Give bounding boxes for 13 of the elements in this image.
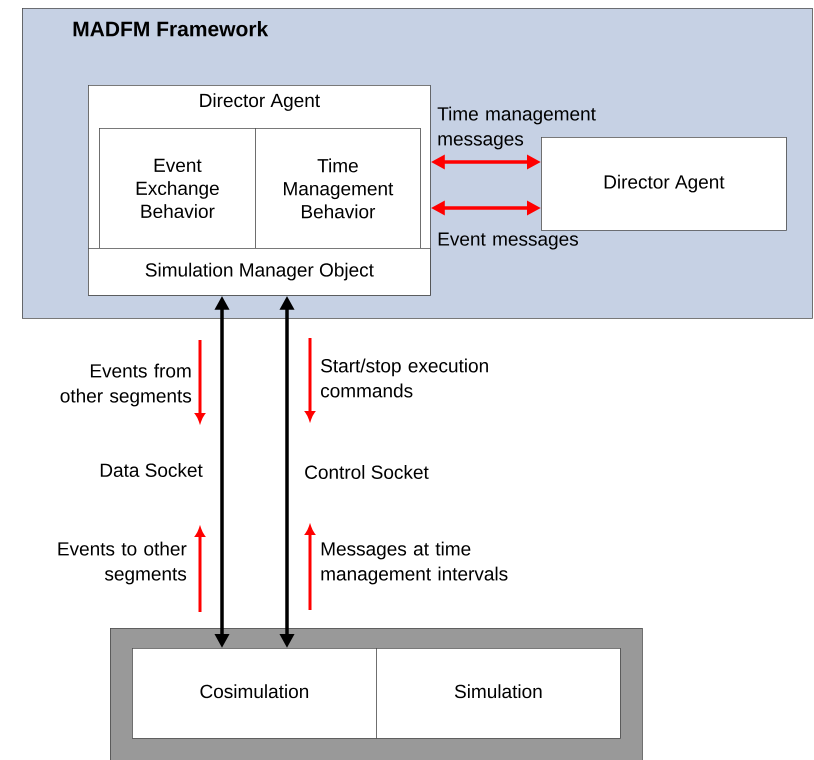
edge-label: Data Socket <box>100 463 203 477</box>
component-box: Simulation Manager Object <box>88 248 431 296</box>
annotation: Messages at time management intervals <box>321 542 508 584</box>
component-box: Time Management Behavior <box>255 128 421 249</box>
component-box: Simulation <box>376 648 621 739</box>
annotation: Start/stop execution commands <box>321 358 488 398</box>
component-box: Event Exchange Behavior <box>99 128 256 249</box>
edge-label: Event messages <box>438 232 578 250</box>
edge-label: Control Socket <box>305 465 429 479</box>
component-box: Director Agent <box>541 137 787 231</box>
annotation: Events from other segments <box>60 364 192 406</box>
component-box: Cosimulation <box>132 648 377 739</box>
annotation: Events to other segments <box>58 542 186 584</box>
